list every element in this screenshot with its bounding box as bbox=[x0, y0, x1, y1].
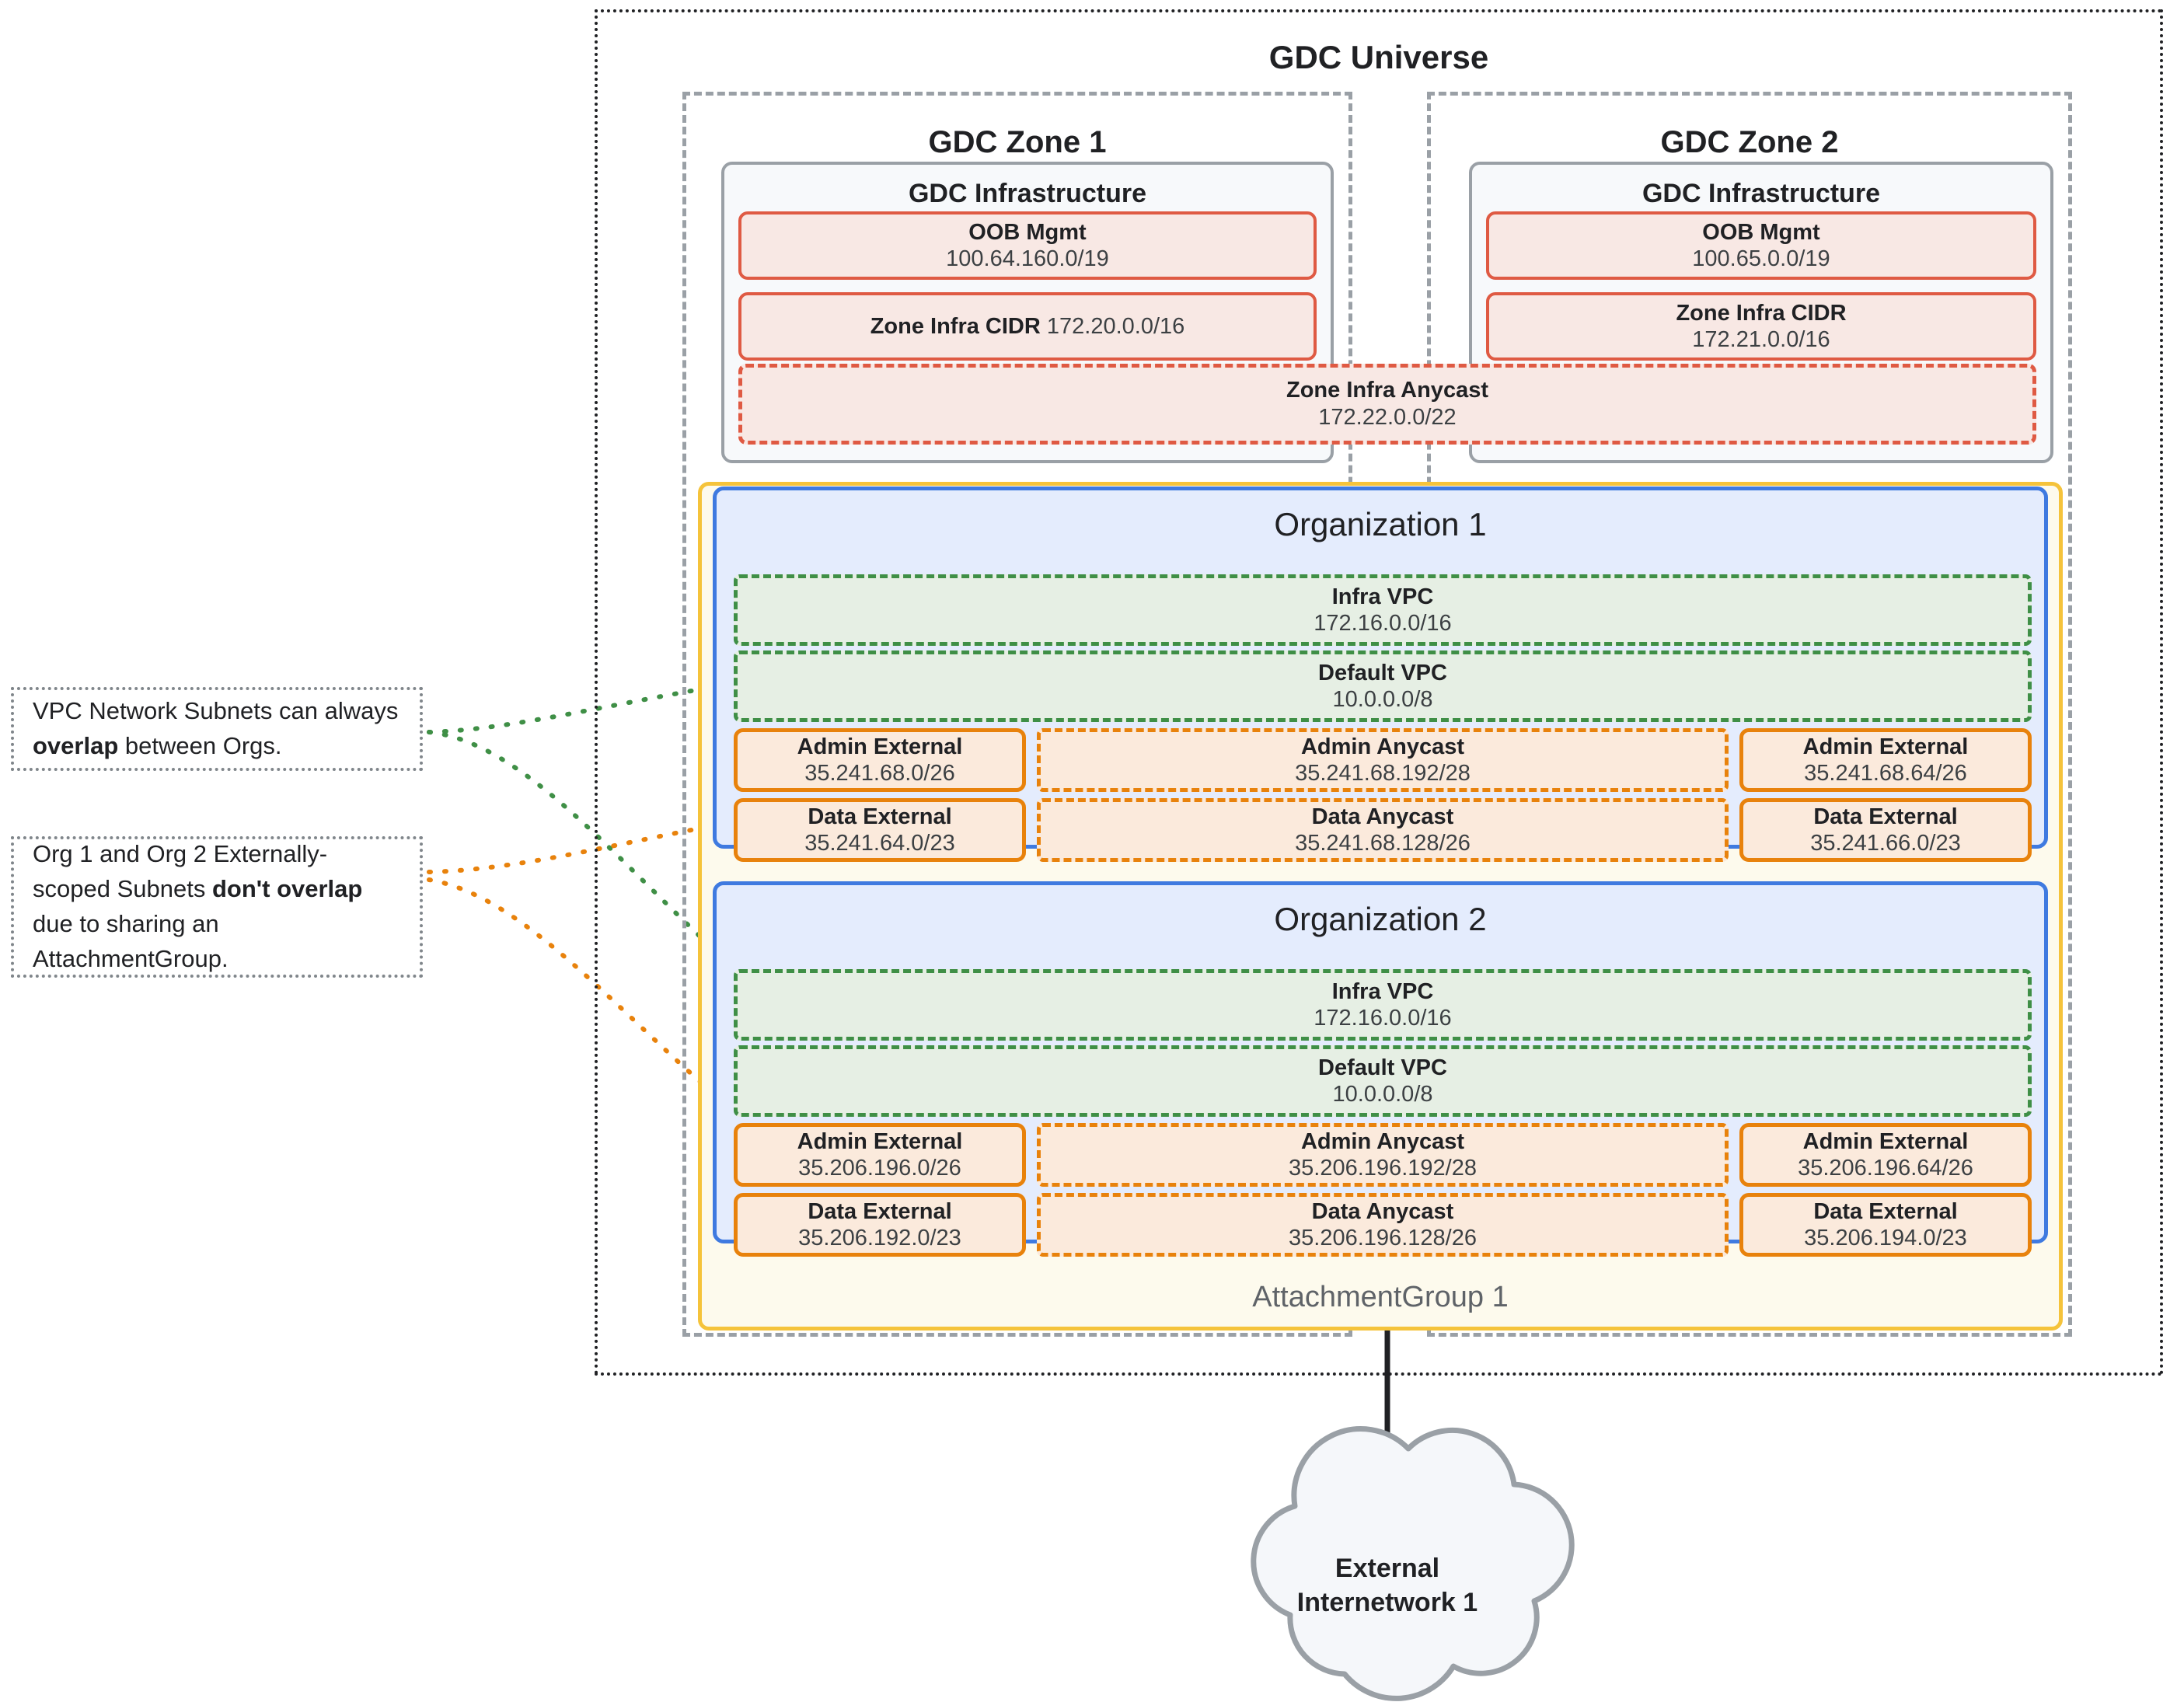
data-anycast-label-org-2: Data Anycast bbox=[1311, 1198, 1454, 1224]
zone-infra-cidr-box-zone-1: Zone Infra CIDR 172.20.0.0/16 bbox=[738, 292, 1317, 361]
data-external-left-cidr-org-2: 35.206.192.0/23 bbox=[798, 1226, 961, 1250]
gdc-universe-title-wrap: GDC Universe bbox=[595, 9, 2163, 1376]
admin-anycast-cidr-org-2: 35.206.196.192/28 bbox=[1289, 1156, 1477, 1181]
admin-external-right-box-org-2: Admin External 35.206.196.64/26 bbox=[1739, 1123, 2032, 1187]
callout-overlap-suffix: between Orgs. bbox=[118, 732, 282, 759]
data-external-right-cidr-org-2: 35.206.194.0/23 bbox=[1804, 1226, 1967, 1250]
zone-infra-cidr-value-zone-2: 172.21.0.0/16 bbox=[1692, 327, 1830, 352]
gdc-zone-2-title: GDC Zone 2 bbox=[1660, 125, 1839, 159]
oob-mgmt-box-zone-2: OOB Mgmt 100.65.0.0/19 bbox=[1486, 211, 2036, 280]
organization-1-panel: Organization 1 Infra VPC 172.16.0.0/16 D… bbox=[713, 487, 2048, 862]
admin-external-left-label-org-2: Admin External bbox=[797, 1128, 963, 1154]
oob-mgmt-box-zone-1: OOB Mgmt 100.64.160.0/19 bbox=[738, 211, 1317, 280]
data-external-right-label-org-2: Data External bbox=[1813, 1198, 1958, 1224]
callout-no-overlap-note: Org 1 and Org 2 Externally-scoped Subnet… bbox=[11, 836, 423, 978]
zone-infra-anycast-label: Zone Infra Anycast bbox=[1286, 378, 1488, 403]
zone-infra-cidr-inline-zone-1: Zone Infra CIDR 172.20.0.0/16 bbox=[870, 313, 1185, 340]
data-external-right-label-org-1: Data External bbox=[1813, 804, 1958, 829]
data-external-right-box-org-1: Data External 35.241.66.0/23 bbox=[1739, 798, 2032, 862]
oob-mgmt-label-zone-1: OOB Mgmt bbox=[968, 219, 1087, 245]
zone-infra-cidr-label-zone-2: Zone Infra CIDR bbox=[1676, 300, 1847, 326]
default-vpc-cidr-org-2: 10.0.0.0/8 bbox=[1332, 1082, 1433, 1107]
zone-infra-anycast-cidr: 172.22.0.0/22 bbox=[1318, 405, 1457, 430]
zone-infra-cidr-box-zone-2: Zone Infra CIDR 172.21.0.0/16 bbox=[1486, 292, 2036, 361]
callout-overlap-prefix: VPC Network Subnets can always bbox=[33, 697, 399, 725]
default-vpc-cidr-org-1: 10.0.0.0/8 bbox=[1332, 687, 1433, 712]
zone-infra-anycast-box: Zone Infra Anycast 172.22.0.0/22 bbox=[738, 364, 2036, 445]
admin-external-right-cidr-org-2: 35.206.196.64/26 bbox=[1798, 1156, 1973, 1181]
data-external-right-box-org-2: Data External 35.206.194.0/23 bbox=[1739, 1193, 2032, 1257]
admin-external-left-box-org-1: Admin External 35.241.68.0/26 bbox=[734, 728, 1026, 792]
default-vpc-label-org-1: Default VPC bbox=[1318, 660, 1447, 685]
data-anycast-cidr-org-1: 35.241.68.128/26 bbox=[1295, 831, 1471, 856]
default-vpc-box-org-1: Default VPC 10.0.0.0/8 bbox=[734, 650, 2032, 722]
attachment-group-label: AttachmentGroup 1 bbox=[1252, 1281, 1509, 1313]
admin-external-right-label-org-1: Admin External bbox=[1802, 734, 1969, 759]
callout-overlap-note: VPC Network Subnets can always overlap b… bbox=[11, 687, 423, 771]
organization-2-title: Organization 2 bbox=[1274, 901, 1487, 937]
infra-vpc-label-org-2: Infra VPC bbox=[1331, 978, 1434, 1004]
default-vpc-box-org-2: Default VPC 10.0.0.0/8 bbox=[734, 1045, 2032, 1117]
infra-vpc-box-org-1: Infra VPC 172.16.0.0/16 bbox=[734, 574, 2032, 646]
infrastructure-title-zone-1: GDC Infrastructure bbox=[908, 179, 1147, 208]
callout-overlap-text: VPC Network Subnets can always overlap b… bbox=[33, 694, 401, 764]
admin-external-left-cidr-org-1: 35.241.68.0/26 bbox=[804, 761, 955, 786]
external-network-line2: Internetwork 1 bbox=[1296, 1588, 1478, 1617]
admin-anycast-box-org-1: Admin Anycast 35.241.68.192/28 bbox=[1037, 728, 1729, 792]
zone-infra-cidr-value-zone-1: 172.20.0.0/16 bbox=[1046, 313, 1185, 339]
admin-external-left-label-org-1: Admin External bbox=[797, 734, 963, 759]
admin-external-right-label-org-2: Admin External bbox=[1802, 1128, 1969, 1154]
infra-vpc-cidr-org-2: 172.16.0.0/16 bbox=[1314, 1006, 1452, 1031]
callout-no-overlap-suffix: due to sharing an AttachmentGroup. bbox=[33, 910, 229, 972]
data-external-left-box-org-2: Data External 35.206.192.0/23 bbox=[734, 1193, 1026, 1257]
admin-anycast-label-org-2: Admin Anycast bbox=[1300, 1128, 1465, 1154]
infra-vpc-label-org-1: Infra VPC bbox=[1331, 584, 1434, 609]
data-anycast-box-org-1: Data Anycast 35.241.68.128/26 bbox=[1037, 798, 1729, 862]
admin-external-left-cidr-org-2: 35.206.196.0/26 bbox=[798, 1156, 961, 1181]
infrastructure-title-zone-2: GDC Infrastructure bbox=[1641, 179, 1881, 208]
data-external-left-label-org-1: Data External bbox=[808, 804, 952, 829]
default-vpc-label-org-2: Default VPC bbox=[1318, 1055, 1447, 1080]
oob-mgmt-label-zone-2: OOB Mgmt bbox=[1702, 219, 1820, 245]
admin-anycast-cidr-org-1: 35.241.68.192/28 bbox=[1295, 761, 1471, 786]
oob-mgmt-cidr-zone-1: 100.64.160.0/19 bbox=[946, 246, 1109, 271]
gdc-zone-1-title: GDC Zone 1 bbox=[928, 125, 1107, 159]
callout-no-overlap-prefix: Org 1 and Org 2 Externally-scoped Subnet… bbox=[33, 840, 328, 903]
admin-anycast-box-org-2: Admin Anycast 35.206.196.192/28 bbox=[1037, 1123, 1729, 1187]
gdc-universe-title: GDC Universe bbox=[1268, 39, 1489, 75]
callout-no-overlap-emphasis: don't overlap bbox=[211, 875, 363, 903]
data-external-right-cidr-org-1: 35.241.66.0/23 bbox=[1810, 831, 1961, 856]
infra-vpc-cidr-org-1: 172.16.0.0/16 bbox=[1314, 611, 1452, 636]
admin-external-right-box-org-1: Admin External 35.241.68.64/26 bbox=[1739, 728, 2032, 792]
data-external-left-label-org-2: Data External bbox=[808, 1198, 952, 1224]
data-anycast-cidr-org-2: 35.206.196.128/26 bbox=[1289, 1226, 1477, 1250]
external-network-label-wrap: External Internetwork 1 bbox=[1251, 1477, 1523, 1694]
data-external-left-box-org-1: Data External 35.241.64.0/23 bbox=[734, 798, 1026, 862]
admin-external-left-box-org-2: Admin External 35.206.196.0/26 bbox=[734, 1123, 1026, 1187]
oob-mgmt-cidr-zone-2: 100.65.0.0/19 bbox=[1692, 246, 1830, 271]
admin-external-right-cidr-org-1: 35.241.68.64/26 bbox=[1804, 761, 1967, 786]
callout-overlap-emphasis: overlap bbox=[33, 732, 119, 759]
external-network-label: External Internetwork 1 bbox=[1251, 1477, 1523, 1694]
admin-anycast-label-org-1: Admin Anycast bbox=[1300, 734, 1465, 759]
infra-vpc-box-org-2: Infra VPC 172.16.0.0/16 bbox=[734, 969, 2032, 1041]
external-network-line1: External bbox=[1334, 1553, 1440, 1583]
organization-1-title: Organization 1 bbox=[1274, 506, 1487, 542]
data-anycast-box-org-2: Data Anycast 35.206.196.128/26 bbox=[1037, 1193, 1729, 1257]
data-external-left-cidr-org-1: 35.241.64.0/23 bbox=[804, 831, 955, 856]
organization-2-panel: Organization 2 Infra VPC 172.16.0.0/16 D… bbox=[713, 881, 2048, 1257]
callout-no-overlap-text: Org 1 and Org 2 Externally-scoped Subnet… bbox=[33, 837, 401, 977]
data-anycast-label-org-1: Data Anycast bbox=[1311, 804, 1454, 829]
zone-infra-cidr-label-zone-1: Zone Infra CIDR bbox=[870, 313, 1041, 339]
